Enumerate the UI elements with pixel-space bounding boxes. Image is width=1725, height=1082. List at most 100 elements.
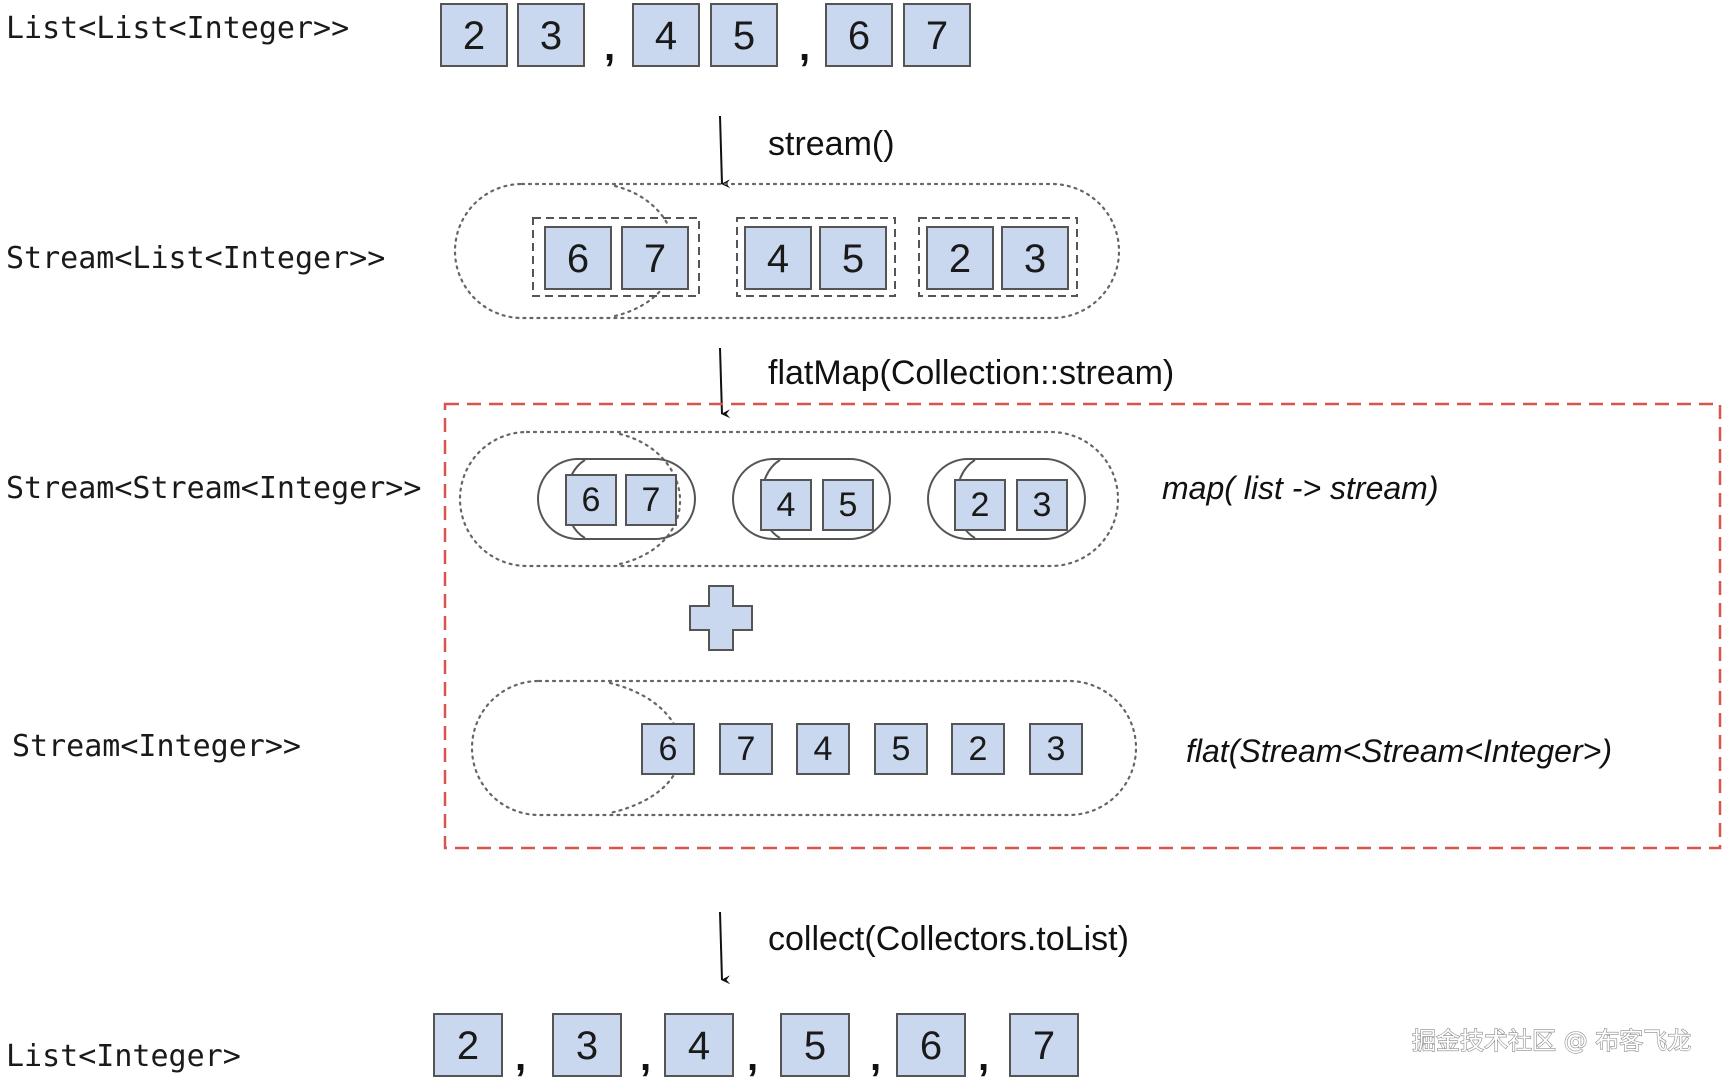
row2-elements: 6 7 4 5 2 3 [532,217,1078,297]
row3-value: 6 [582,481,601,519]
row5-separator: , [515,1035,526,1079]
watermark: 掘金技术社区 @ 布客飞龙 [1412,1027,1691,1055]
row4-value: 4 [814,730,833,768]
row2-box [819,226,887,290]
row3-box [822,479,874,531]
row4-box [796,723,850,775]
row3-box [1016,479,1068,531]
row2-list-group [918,217,1078,297]
row4-value: 5 [892,730,911,768]
row5-box [664,1013,734,1077]
row2-box [544,226,612,290]
row5-value: 3 [576,1024,598,1068]
row4-elements: 6 7 4 5 2 3 [641,723,1083,775]
row3-value: 5 [839,486,858,524]
row1-type-label: List<List<Integer>> [6,11,349,46]
row4-box [951,723,1005,775]
row4-box [719,723,773,775]
row3-stream-container [458,430,1120,568]
row4-stream-outline [470,679,1138,817]
row1-value: 7 [926,14,948,58]
row5-box [552,1013,622,1077]
row2-value: 5 [842,237,864,281]
row5-box [433,1013,503,1077]
row1-value: 6 [848,14,870,58]
row4-type-label: Stream<Integer>> [12,729,301,764]
row3-substream-tube [732,458,891,540]
row4-value: 2 [969,730,988,768]
row2-stream-curve [613,184,677,318]
row4-box [874,723,928,775]
row5-value: 2 [457,1024,479,1068]
row2-list-group [736,217,896,297]
row2-type-label: Stream<List<Integer>> [6,241,385,276]
row4-value: 3 [1047,730,1066,768]
row5-value: 4 [688,1024,710,1068]
row3-substream-tube [537,458,696,540]
row1-value: 3 [540,14,562,58]
row3-box [625,474,677,526]
row1-elements: 2 3 , 4 5 , 6 7 [440,3,971,69]
row5-elements: 2 , 3 , 4 , 5 , 6 , 7 [433,1013,1079,1079]
row5-box [1009,1013,1079,1077]
row2-value: 6 [567,237,589,281]
flat-annotation: flat(Stream<Stream<Integer>) [1186,733,1612,769]
row1-value: 5 [733,14,755,58]
collect-arrow [719,911,731,985]
row3-value: 7 [642,481,661,519]
row2-box [926,226,994,290]
row4-stream-container [470,679,1138,817]
row5-separator: , [978,1035,989,1079]
row5-type-label: List<Integer> [6,1039,241,1074]
row4-box [1029,723,1083,775]
row2-box [621,226,689,290]
stream-operation-label: stream() [768,125,895,163]
row5-separator: , [870,1035,881,1079]
row2-value: 4 [767,237,789,281]
row3-substream-tube [927,458,1086,540]
map-annotation: map( list -> stream) [1162,470,1438,506]
row5-value: 6 [920,1024,942,1068]
row3-type-label: Stream<Stream<Integer>> [6,471,421,506]
row5-separator: , [747,1035,758,1079]
row1-box [825,3,893,67]
row1-value: 2 [463,14,485,58]
row1-box [710,3,778,67]
stream-arrow [719,115,731,189]
flatmap-highlight-region [443,402,1722,850]
row2-box [744,226,812,290]
row1-separator: , [604,25,615,69]
row2-value: 7 [644,237,666,281]
row3-box [954,479,1006,531]
collect-operation-label: collect(Collectors.toList) [768,920,1129,958]
row1-box [517,3,585,67]
row1-value: 4 [655,14,677,58]
row1-box [903,3,971,67]
row2-value: 3 [1024,237,1046,281]
row5-box [780,1013,850,1077]
row4-value: 7 [737,730,756,768]
row1-box [632,3,700,67]
row2-value: 2 [949,237,971,281]
row3-box [760,479,812,531]
row3-stream-outline [458,430,1120,568]
row5-value: 5 [804,1024,826,1068]
row5-box [896,1013,966,1077]
row5-separator: , [640,1035,651,1079]
row2-stream-outline [453,182,1121,320]
row2-stream-container [453,182,1121,320]
plus-icon [689,585,753,651]
row3-value: 3 [1033,486,1052,524]
row4-box [641,723,695,775]
row1-box [440,3,508,67]
row4-value: 6 [659,730,678,768]
row5-value: 7 [1033,1024,1055,1068]
row3-value: 2 [971,486,990,524]
row3-box [565,474,617,526]
row3-elements: 6 7 4 5 2 3 [537,458,1086,540]
row3-value: 4 [777,486,796,524]
row3-stream-curve [618,432,682,566]
row2-list-group [532,217,700,297]
flatmap-operation-label: flatMap(Collection::stream) [768,354,1174,392]
